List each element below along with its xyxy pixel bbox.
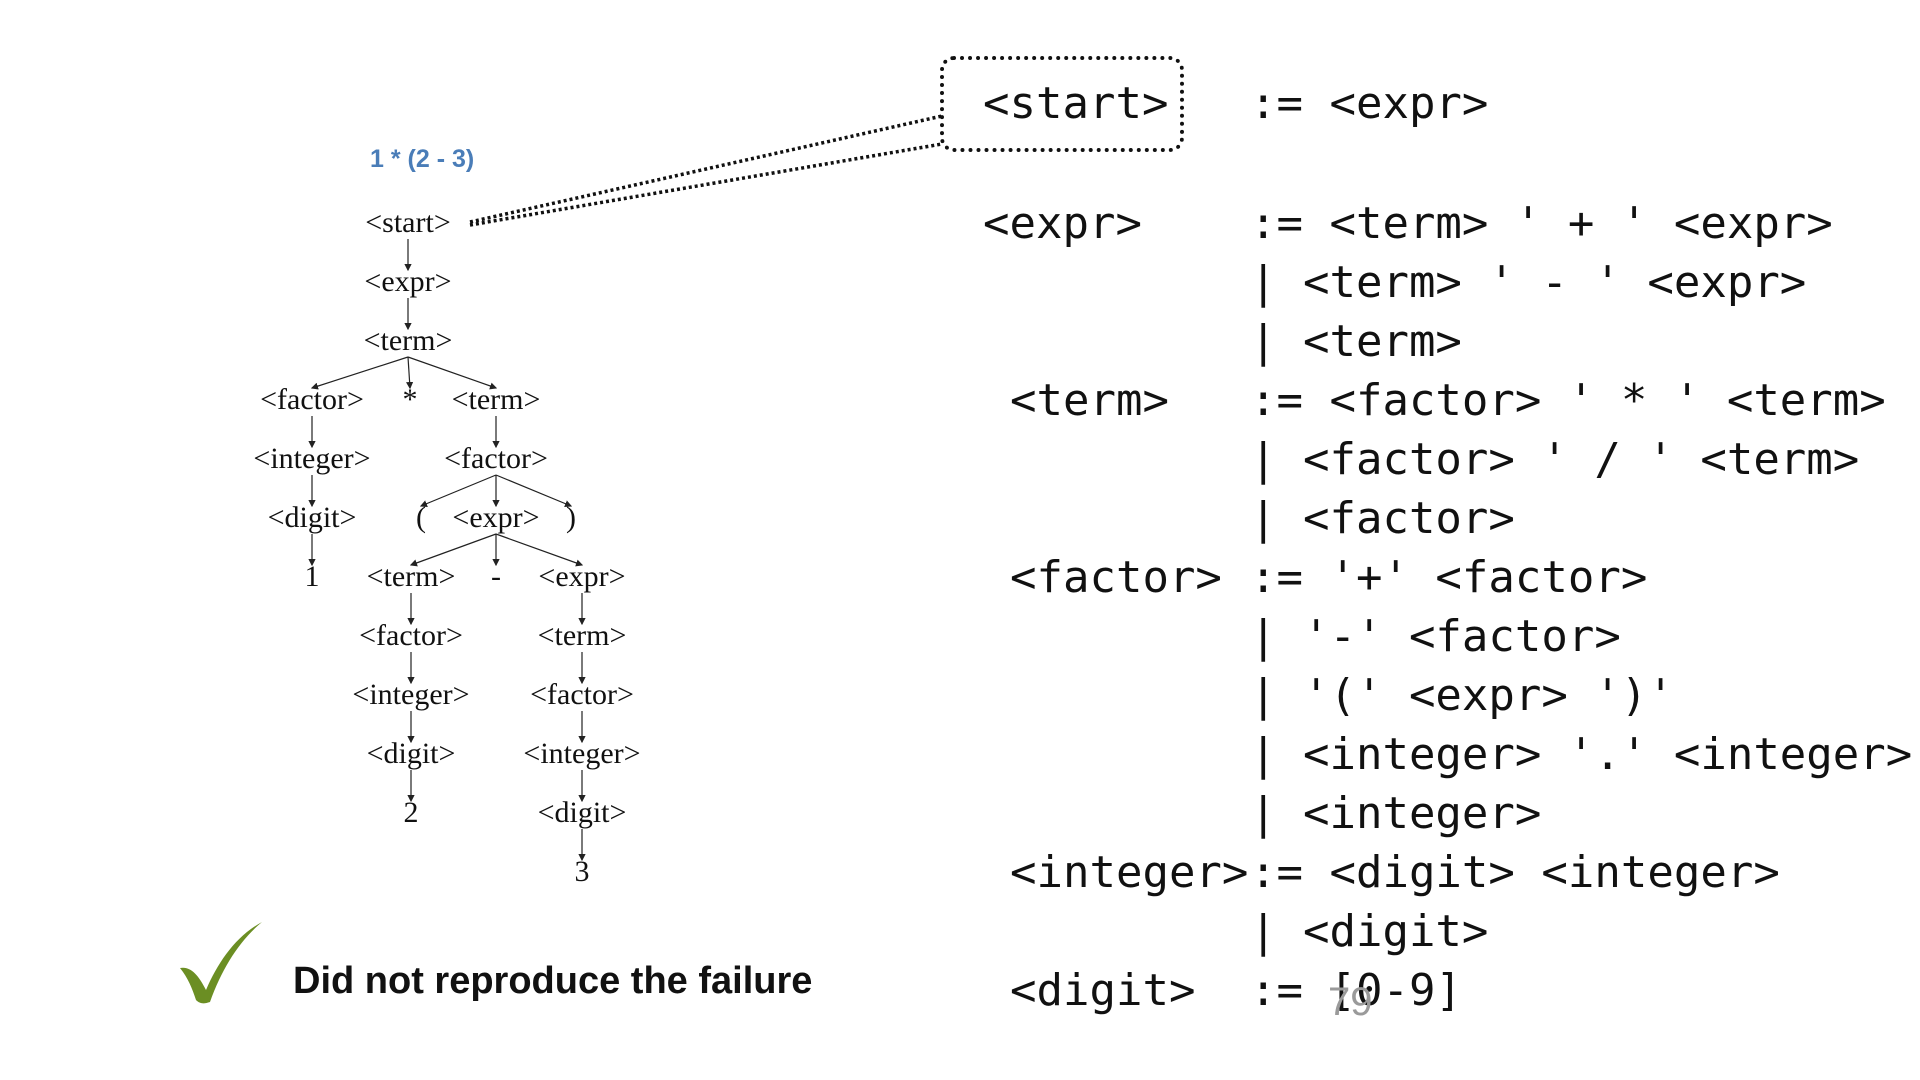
tree-node: <integer> <box>352 678 470 711</box>
tree-node: 1 <box>304 560 320 593</box>
grammar-lhs: <digit> <box>1010 965 1196 1016</box>
grammar-lhs-start: <start> <box>983 78 1169 129</box>
grammar-rhs: | <term> ' - ' <expr> <box>1250 257 1807 308</box>
grammar-rhs: := <digit> <integer> <box>1250 847 1780 898</box>
tree-node: <integer> <box>253 442 371 475</box>
tree-edge <box>407 356 498 390</box>
tree-node: <digit> <box>267 501 357 534</box>
tree-node: 2 <box>403 796 419 829</box>
tree-node: - <box>491 560 501 593</box>
tree-node: <term> <box>537 619 627 652</box>
tree-node: <term> <box>451 383 541 416</box>
callout-connector-lower <box>469 142 943 227</box>
tree-edge <box>419 474 497 508</box>
grammar-lhs: <term> <box>1010 375 1169 426</box>
tree-node: <digit> <box>366 737 456 770</box>
grammar-rhs: | <integer> '.' <integer> <box>1250 729 1913 780</box>
tree-node: <integer> <box>523 737 641 770</box>
tree-node: <expr> <box>538 560 626 593</box>
tree-edge <box>310 356 409 390</box>
tree-node: <expr> <box>452 501 540 534</box>
grammar-rhs: | '-' <factor> <box>1250 611 1621 662</box>
tree-node: ( <box>416 501 426 534</box>
tree-node: <factor> <box>260 383 364 416</box>
slide-number: 79 <box>1328 980 1373 1024</box>
tree-node: 3 <box>574 855 590 888</box>
tree-node: <factor> <box>444 442 548 475</box>
tree-edge <box>495 474 573 508</box>
grammar-rhs: | <factor> <box>1250 493 1515 544</box>
grammar-rhs: | <factor> ' / ' <term> <box>1250 434 1860 485</box>
grammar-rhs-start: := <expr> <box>1250 78 1489 129</box>
tree-node: <digit> <box>537 796 627 829</box>
tree-edge <box>406 356 414 390</box>
grammar-rhs: := [0-9] <box>1250 965 1462 1016</box>
grammar-lhs: <expr> <box>983 198 1142 249</box>
callout-connector-upper <box>469 114 943 224</box>
tree-node: <factor> <box>530 678 634 711</box>
grammar-lhs: <factor> <box>1010 552 1222 603</box>
grammar-rhs: := <term> ' + ' <expr> <box>1250 198 1833 249</box>
grammar-rhs: | '(' <expr> ')' <box>1250 670 1674 721</box>
status-message: Did not reproduce the failure <box>293 960 813 1002</box>
tree-node: <expr> <box>364 265 452 298</box>
checkmark-icon <box>180 922 262 1004</box>
grammar-rhs: := '+' <factor> <box>1250 552 1648 603</box>
tree-node: <term> <box>363 324 453 357</box>
input-expression: 1 * (2 - 3) <box>370 145 475 173</box>
grammar-rhs: | <digit> <box>1250 906 1489 957</box>
grammar-rhs: := <factor> ' * ' <term> <box>1250 375 1886 426</box>
tree-node: * <box>402 383 418 416</box>
callout-box <box>940 56 1184 152</box>
grammar-lhs: <integer> <box>1010 847 1249 898</box>
tree-edge <box>495 533 584 567</box>
tree-edge <box>409 533 497 567</box>
tree-node: <factor> <box>359 619 463 652</box>
tree-node: ) <box>566 501 576 534</box>
tree-node: <term> <box>366 560 456 593</box>
grammar-rhs: | <integer> <box>1250 788 1542 839</box>
tree-node: <start> <box>365 206 451 239</box>
grammar-rhs: | <term> <box>1250 316 1462 367</box>
